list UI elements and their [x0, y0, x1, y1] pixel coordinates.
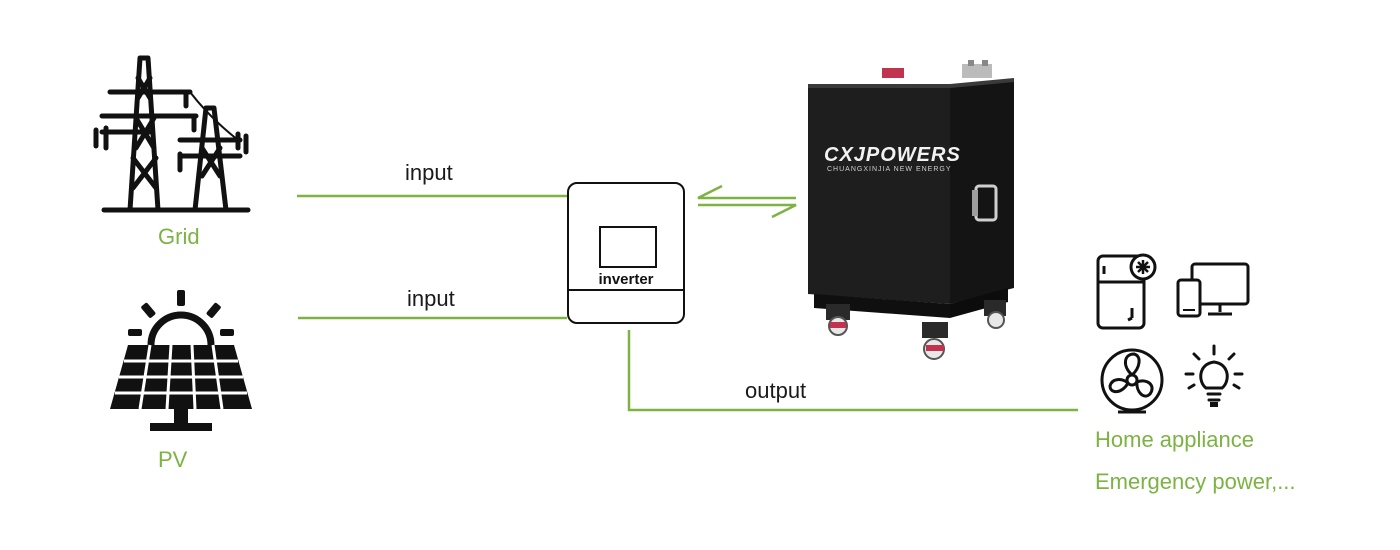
grid-label: Grid [158, 224, 200, 249]
loads-line-2: Emergency power,... [1095, 469, 1296, 494]
solar-panel-sun-icon [110, 290, 252, 431]
devices-icon [1176, 262, 1250, 318]
output-label: output [745, 378, 807, 403]
pv-input-label: input [407, 286, 455, 311]
inverter-screen [599, 226, 657, 268]
wheels [826, 300, 1006, 360]
loads-line-1: Home appliance [1095, 427, 1254, 452]
inverter-divider [569, 289, 683, 291]
inverter-box: inverter [567, 182, 685, 324]
battery-brand: CXJPOWERS [824, 144, 961, 166]
pv-label: PV [158, 447, 188, 472]
battery-cabinet: CXJPOWERS CHUANGXINJIA NEW ENERGY [800, 56, 1030, 366]
refrigerator-icon [1096, 253, 1157, 330]
battery-cabinet-drawing [808, 60, 1014, 360]
bidirectional-arrow [697, 184, 797, 219]
fan-icon [1100, 348, 1164, 414]
output-line [627, 330, 1078, 412]
inverter-label: inverter [598, 271, 654, 288]
battery-subtitle: CHUANGXINJIA NEW ENERGY [827, 166, 952, 173]
grid-input-label: input [405, 160, 453, 185]
light-bulb-icon [1184, 344, 1244, 407]
power-tower-icon [93, 55, 251, 213]
